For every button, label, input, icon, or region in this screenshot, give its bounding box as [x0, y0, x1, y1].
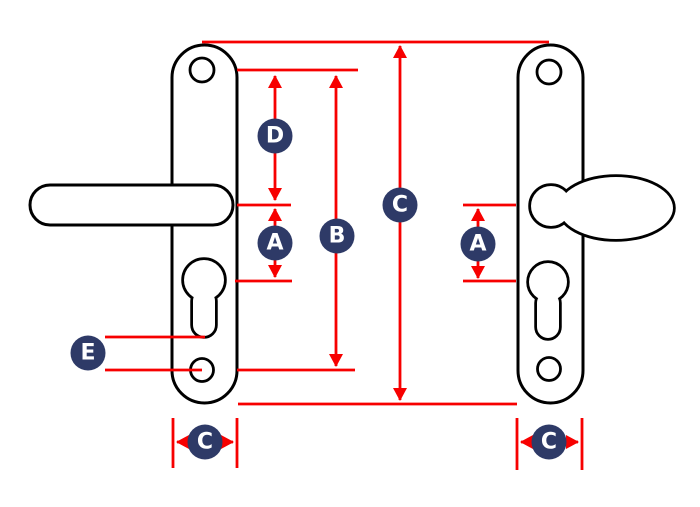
- left-handle: [28, 43, 239, 405]
- badge-c-height: C: [382, 187, 418, 223]
- badge-d: D: [257, 118, 293, 154]
- badge-c-width-right: C: [531, 424, 567, 460]
- badge-e: E: [70, 335, 106, 371]
- right-euro-keyhole: [526, 260, 570, 341]
- badge-c-width-left: C: [187, 424, 223, 460]
- right-top-screw-hole: [535, 58, 563, 86]
- right-bottom-screw-hole: [536, 356, 562, 382]
- badge-b: B: [319, 218, 355, 254]
- left-lever-handle: [28, 183, 235, 227]
- right-pad-handle: [528, 174, 676, 242]
- badge-a-left: A: [257, 225, 293, 261]
- left-top-screw-hole: [188, 56, 216, 84]
- badge-a-right: A: [460, 226, 496, 262]
- right-handle: [516, 43, 676, 405]
